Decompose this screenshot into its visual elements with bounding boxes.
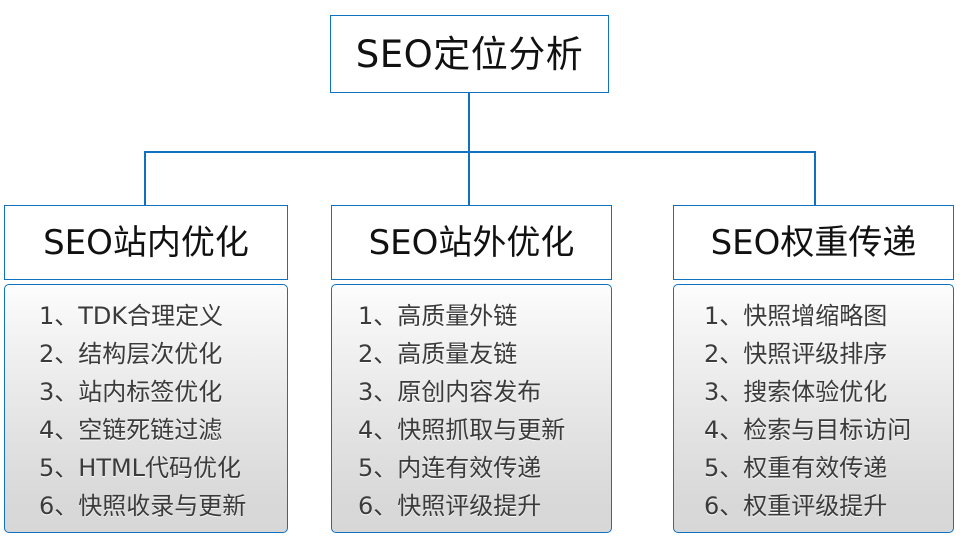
list-item: 3、站内标签优化 xyxy=(39,378,223,406)
branch-3-list: 1、快照增缩略图 2、快照评级排序 3、搜索体验优化 4、检索与目标访问 5、权… xyxy=(673,284,954,533)
list-item: 3、原创内容发布 xyxy=(358,378,542,406)
branch-1-list: 1、TDK合理定义 2、结构层次优化 3、站内标签优化 4、空链死链过滤 5、H… xyxy=(4,284,288,533)
list-item: 1、快照增缩略图 xyxy=(704,302,888,330)
connector-branch-3-vertical xyxy=(814,151,816,205)
connector-root-vertical xyxy=(468,93,470,153)
list-item: 1、TDK合理定义 xyxy=(39,302,224,330)
list-item: 6、快照收录与更新 xyxy=(39,492,247,520)
branch-column-2: SEO站外优化 1、高质量外链 2、高质量友链 3、原创内容发布 4、快照抓取与… xyxy=(331,205,612,533)
list-item: 2、快照评级排序 xyxy=(704,340,888,368)
branch-column-3: SEO权重传递 1、快照增缩略图 2、快照评级排序 3、搜索体验优化 4、检索与… xyxy=(673,205,954,533)
connector-horizontal-bus xyxy=(144,151,816,153)
root-node: SEO定位分析 xyxy=(330,15,609,93)
list-item: 5、内连有效传递 xyxy=(358,454,542,482)
connector-branch-1-vertical xyxy=(144,151,146,205)
branch-1-title: SEO站内优化 xyxy=(43,222,249,263)
list-item: 1、高质量外链 xyxy=(358,302,518,330)
list-item: 2、高质量友链 xyxy=(358,340,518,368)
branch-3-header: SEO权重传递 xyxy=(673,205,954,280)
list-item: 2、结构层次优化 xyxy=(39,340,223,368)
branch-column-1: SEO站内优化 1、TDK合理定义 2、结构层次优化 3、站内标签优化 4、空链… xyxy=(4,205,288,533)
branch-2-header: SEO站外优化 xyxy=(331,205,612,280)
root-node-title: SEO定位分析 xyxy=(355,32,584,76)
list-item: 6、快照评级提升 xyxy=(358,492,542,520)
branch-2-title: SEO站外优化 xyxy=(368,222,575,263)
list-item: 3、搜索体验优化 xyxy=(704,378,888,406)
list-item: 5、权重有效传递 xyxy=(704,454,888,482)
branch-1-header: SEO站内优化 xyxy=(4,205,288,280)
list-item: 4、快照抓取与更新 xyxy=(358,416,566,444)
list-item: 6、权重评级提升 xyxy=(704,492,888,520)
branch-2-list: 1、高质量外链 2、高质量友链 3、原创内容发布 4、快照抓取与更新 5、内连有… xyxy=(331,284,612,533)
list-item: 4、检索与目标访问 xyxy=(704,416,912,444)
branch-3-title: SEO权重传递 xyxy=(710,222,917,263)
connector-branch-2-vertical xyxy=(468,151,470,205)
list-item: 5、HTML代码优化 xyxy=(39,454,242,482)
list-item: 4、空链死链过滤 xyxy=(39,416,223,444)
